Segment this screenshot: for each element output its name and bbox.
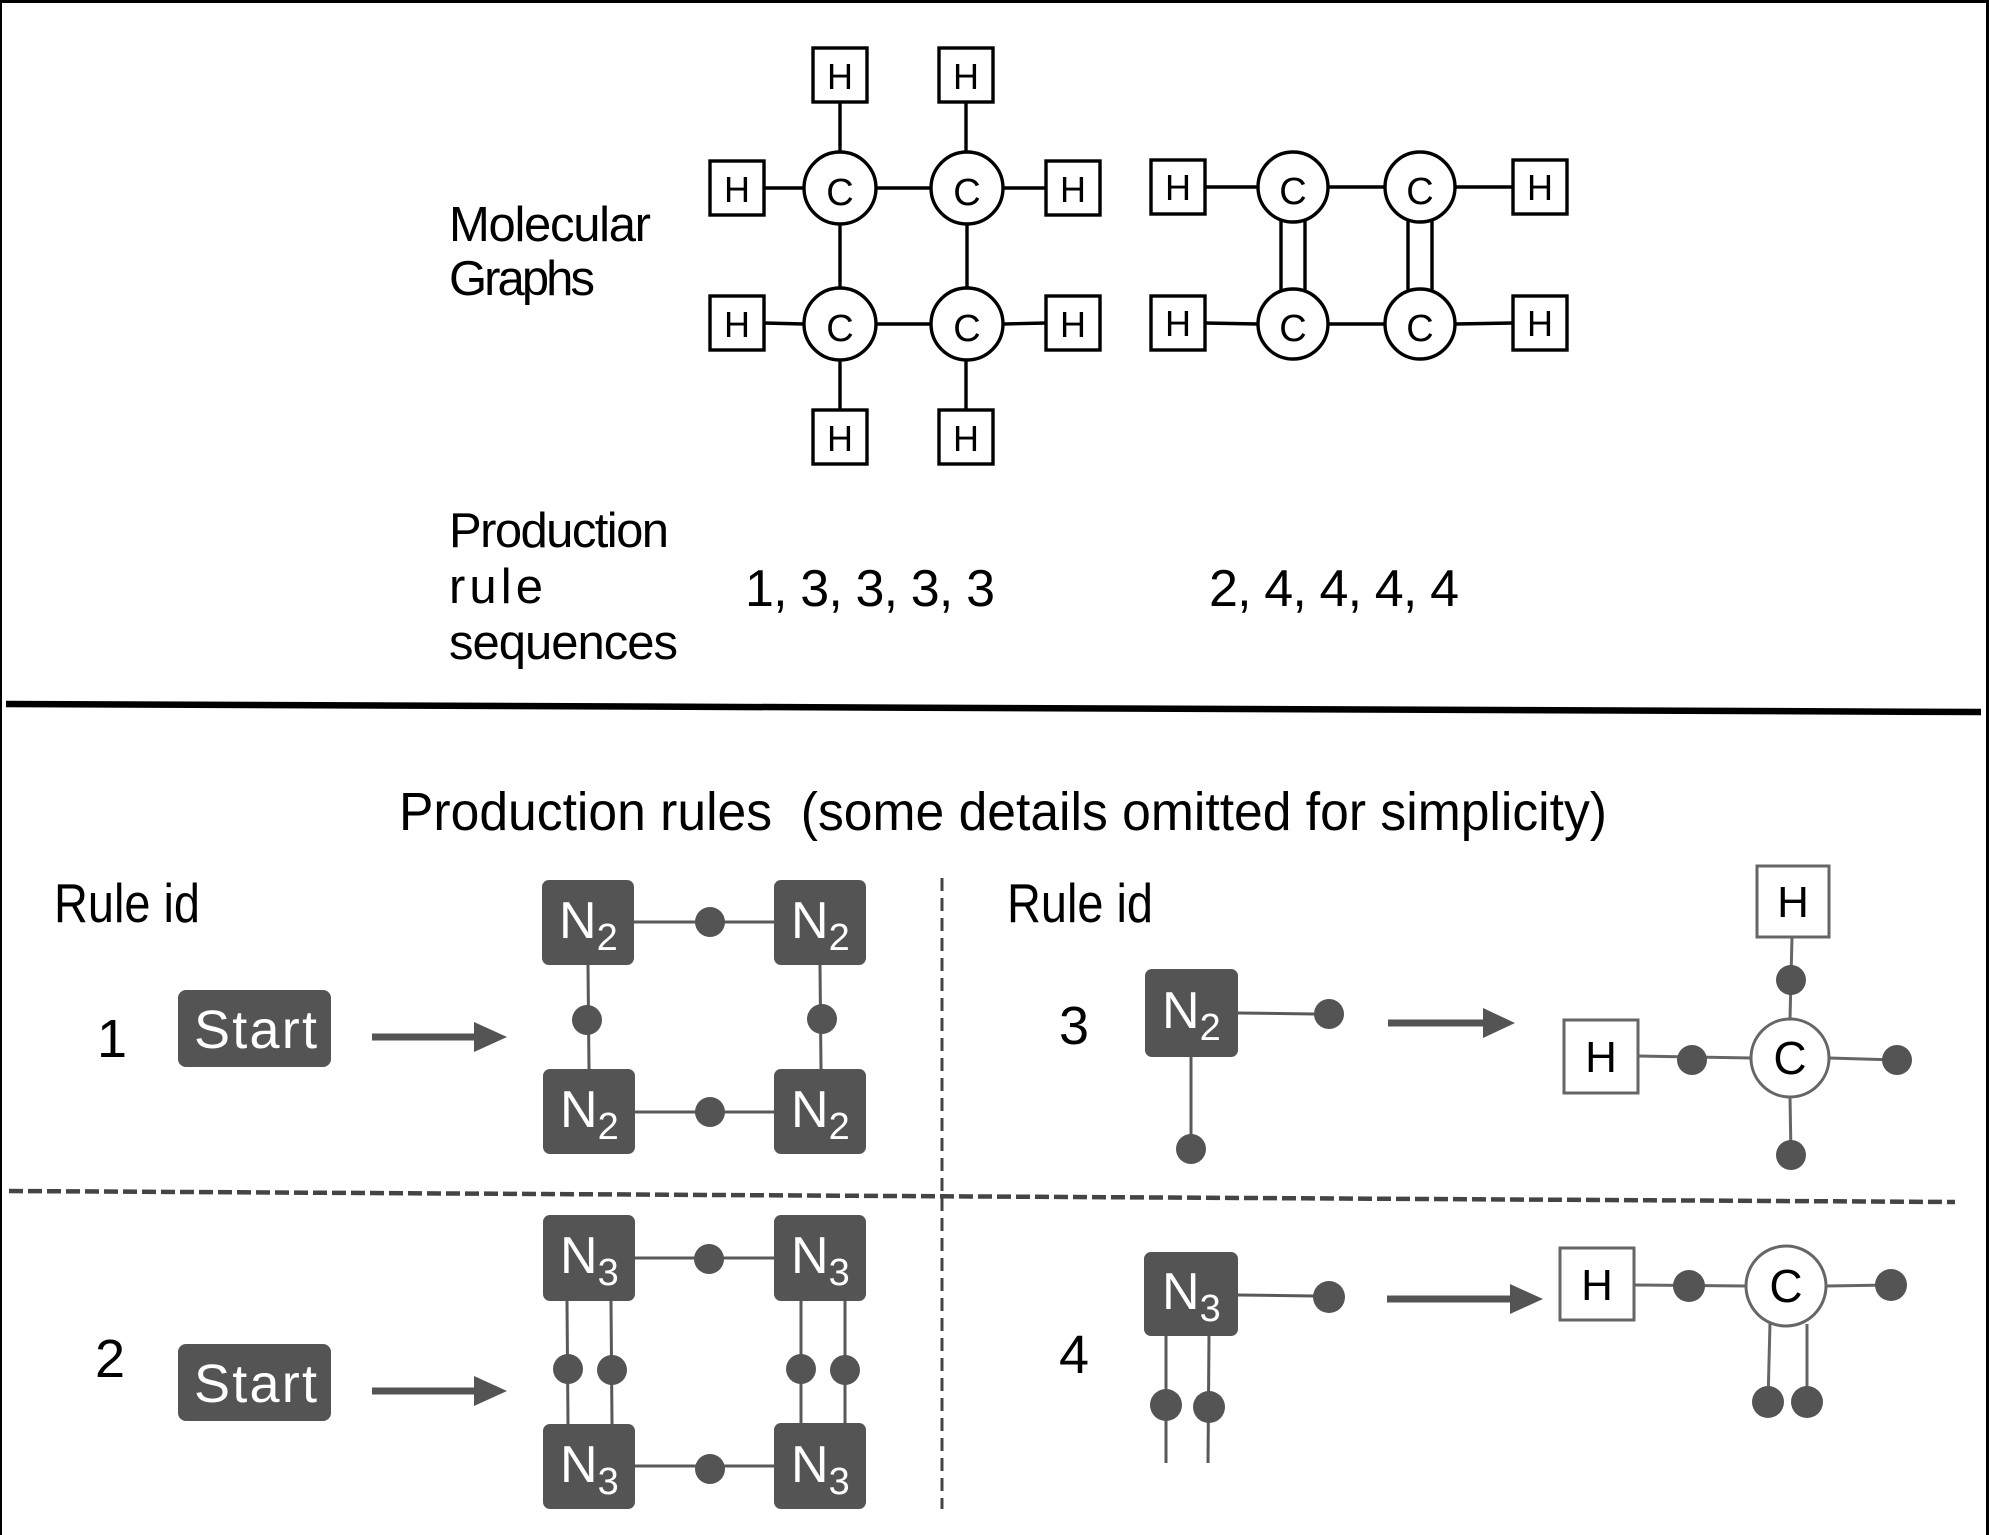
svg-text:H: H bbox=[1527, 167, 1553, 208]
svg-text:C: C bbox=[953, 172, 980, 214]
svg-text:H: H bbox=[1777, 878, 1809, 927]
svg-text:2: 2 bbox=[95, 1329, 125, 1389]
svg-text:C: C bbox=[1773, 1032, 1806, 1084]
svg-text:C: C bbox=[1406, 171, 1433, 213]
svg-text:C: C bbox=[1406, 308, 1433, 350]
svg-text:Graphs: Graphs bbox=[449, 252, 595, 306]
svg-text:H: H bbox=[953, 418, 979, 459]
svg-text:H: H bbox=[1060, 169, 1086, 210]
svg-text:C: C bbox=[953, 308, 980, 350]
svg-text:1, 3, 3, 3, 3: 1, 3, 3, 3, 3 bbox=[745, 560, 995, 618]
svg-text:H: H bbox=[1165, 167, 1191, 208]
svg-text:C: C bbox=[1279, 171, 1306, 213]
svg-text:H: H bbox=[724, 304, 750, 345]
svg-text:H: H bbox=[1165, 303, 1191, 344]
svg-text:C: C bbox=[826, 172, 853, 214]
svg-text:H: H bbox=[827, 418, 853, 459]
svg-text:C: C bbox=[1279, 308, 1306, 350]
svg-text:N3: N3 bbox=[791, 1227, 850, 1294]
svg-text:Production: Production bbox=[449, 504, 669, 558]
svg-text:rule: rule bbox=[449, 560, 543, 614]
svg-text:H: H bbox=[953, 56, 979, 97]
svg-text:Rule id: Rule id bbox=[1007, 872, 1153, 934]
svg-text:H: H bbox=[1527, 303, 1553, 344]
svg-text:N2: N2 bbox=[791, 1081, 850, 1148]
svg-text:H: H bbox=[1585, 1033, 1617, 1082]
svg-text:3: 3 bbox=[1059, 996, 1089, 1056]
svg-text:H: H bbox=[724, 169, 750, 210]
svg-text:H: H bbox=[827, 56, 853, 97]
svg-text:C: C bbox=[826, 308, 853, 350]
svg-text:1: 1 bbox=[97, 1009, 127, 1069]
svg-text:Molecular: Molecular bbox=[449, 198, 651, 252]
svg-text:C: C bbox=[1769, 1260, 1802, 1312]
svg-text:Start: Start bbox=[194, 1000, 317, 1060]
svg-text:N3: N3 bbox=[1162, 1263, 1221, 1330]
svg-text:sequences: sequences bbox=[449, 616, 678, 670]
svg-text:Start: Start bbox=[194, 1354, 317, 1414]
svg-text:Production rules (some detail: Production rules (some details omitted f… bbox=[399, 782, 1607, 842]
svg-text:H: H bbox=[1060, 304, 1086, 345]
svg-text:Rule id: Rule id bbox=[54, 872, 200, 934]
svg-text:H: H bbox=[1581, 1261, 1613, 1310]
svg-text:2, 4, 4, 4, 4: 2, 4, 4, 4, 4 bbox=[1209, 560, 1459, 618]
svg-text:4: 4 bbox=[1059, 1325, 1089, 1385]
